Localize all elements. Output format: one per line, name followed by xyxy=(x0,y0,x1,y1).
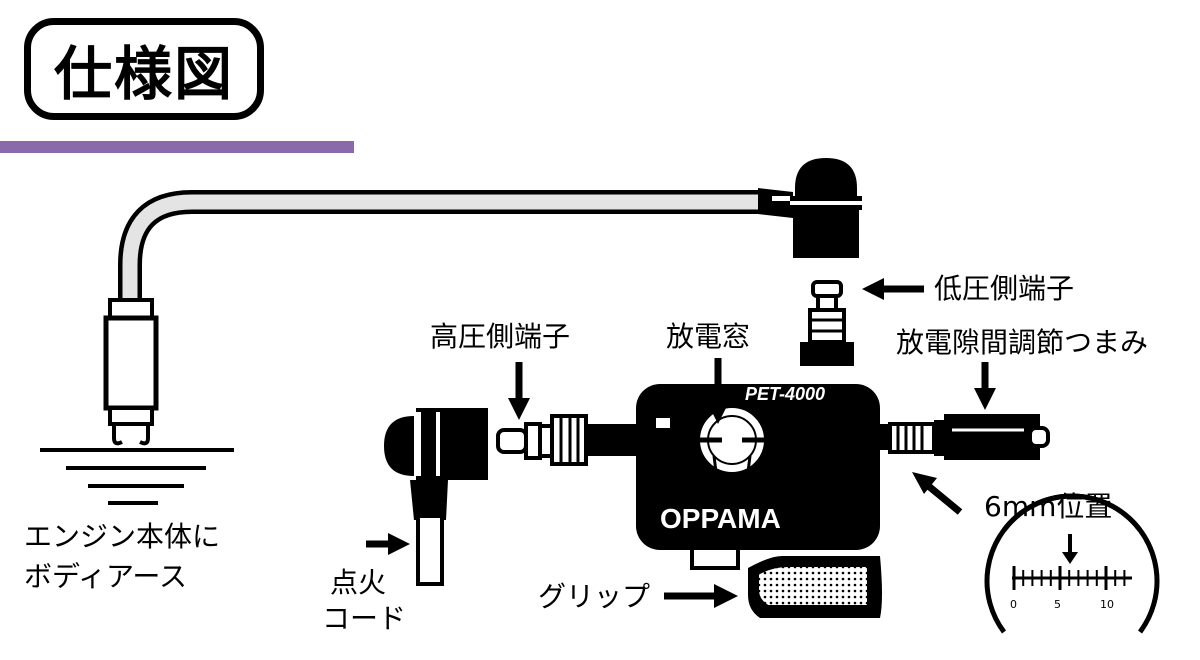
low-side-cap xyxy=(758,158,862,258)
label-discharge-window: 放電窓 xyxy=(666,320,751,353)
ground-clamp xyxy=(103,298,159,446)
arrow-gap-knob xyxy=(974,362,996,410)
arrow-discharge-window xyxy=(706,358,730,424)
label-ignition-line2: コード xyxy=(322,602,407,635)
gap-adjust-knob xyxy=(880,414,1050,460)
page-title: 仕様図 xyxy=(24,18,264,120)
arrow-grip xyxy=(664,584,738,608)
device-brand-logo: OPPAMA xyxy=(660,503,781,534)
grip xyxy=(748,556,882,618)
arrow-6mm-position xyxy=(912,472,963,515)
arrow-ignition-cord xyxy=(366,533,410,555)
label-6mm-position: 6mm位置 xyxy=(984,490,1113,523)
ground-cable xyxy=(118,190,760,302)
ignition-cable-boot xyxy=(384,408,488,586)
low-side-terminal xyxy=(800,280,854,366)
device-body: PET-4000 OPPAMA xyxy=(636,384,880,570)
gap-scale-magnifier: 0 5 10 xyxy=(984,493,1160,634)
label-ground-line1: エンジン本体に xyxy=(24,520,221,553)
label-gap-knob: 放電隙間調節つまみ xyxy=(896,326,1149,359)
title-underline xyxy=(0,141,354,153)
label-high-side-terminal: 高圧側端子 xyxy=(430,320,571,353)
arrow-high-side xyxy=(508,362,530,420)
label-grip: グリップ xyxy=(538,580,651,613)
label-low-side-terminal: 低圧側端子 xyxy=(934,272,1075,305)
device-model-label: PET-4000 xyxy=(745,384,825,404)
scale-ticks xyxy=(1012,566,1126,590)
scale-tick-label-10: 10 xyxy=(1100,598,1114,611)
arrow-low-side xyxy=(862,278,924,300)
high-side-connector xyxy=(496,414,636,466)
ground-symbol xyxy=(40,448,234,505)
label-ignition-line1: 点火 xyxy=(330,566,387,599)
scale-tick-label-5: 5 xyxy=(1054,598,1061,611)
scale-tick-label-0: 0 xyxy=(1010,598,1017,611)
label-ground-line2: ボディアース xyxy=(24,560,187,593)
